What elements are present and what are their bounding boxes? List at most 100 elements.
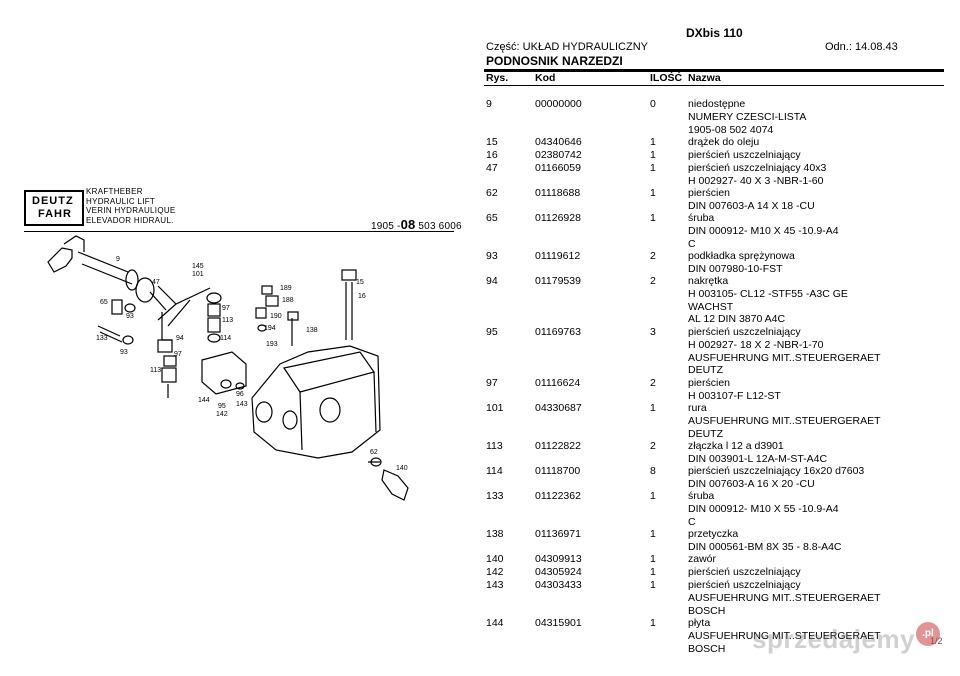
cell-nazwa-line: C: [688, 237, 696, 250]
cell-ilosc: 1: [650, 490, 656, 502]
callout: 9: [116, 256, 120, 263]
cell-ilosc: 2: [650, 377, 656, 389]
housing-bore-2: [319, 397, 341, 423]
callout: 133: [96, 335, 108, 342]
pipe-section: [77, 251, 133, 285]
callout: 193: [266, 341, 278, 348]
cell-nazwa-line: NUMERY CZESCI-LISTA: [688, 110, 807, 123]
cell-rys: 114: [486, 465, 503, 477]
cell-ilosc: 2: [650, 440, 656, 452]
cell-nazwa-line: BOSCH: [688, 642, 726, 655]
coupler-part: [47, 247, 73, 273]
diagram-title-es: ELEVADOR HIDRAUL.: [86, 215, 174, 225]
callout: 97: [222, 305, 230, 312]
callout: 97: [174, 351, 182, 358]
cell-kod: 01122362: [535, 490, 581, 502]
cell-nazwa-line: pierścien: [688, 187, 731, 199]
cell-ilosc: 1: [650, 212, 656, 224]
callout: 144: [198, 397, 210, 404]
cell-ilosc: 1: [650, 617, 656, 629]
col-header-rys: Rys.: [486, 72, 509, 84]
cell-rys: 140: [486, 553, 504, 565]
cell-rys: 133: [486, 490, 504, 502]
callout: 62: [370, 449, 378, 456]
cell-nazwa-line: DEUTZ: [688, 364, 723, 377]
cell-nazwa-line: pierścień uszczelniający: [688, 579, 801, 591]
fitting-188: [265, 295, 279, 307]
union-113: [161, 367, 177, 383]
cell-rys: 97: [486, 377, 498, 389]
cell-nazwa-line: 1905-08 502 4074: [688, 123, 774, 136]
cell-rys: 94: [486, 275, 498, 287]
housing-bore: [282, 410, 298, 430]
cell-nazwa-line: DIN 007980-10-FST: [688, 262, 783, 275]
cell-kod: 04315901: [535, 617, 582, 629]
fitting-190: [255, 307, 267, 319]
cell-ilosc: 1: [650, 579, 656, 591]
cell-rys: 47: [486, 162, 498, 174]
callout: 95: [218, 403, 226, 410]
diagram-divider: [24, 231, 454, 232]
section-title: PODNOSNIK NARZEDZI: [486, 54, 623, 68]
diagram-code-suffix: 503 6006: [415, 221, 462, 232]
cell-kod: 01122822: [535, 440, 581, 452]
cell-rys: 138: [486, 528, 504, 540]
cell-ilosc: 2: [650, 250, 656, 262]
header-rule: [484, 69, 944, 72]
cell-nazwa-line: H 002927- 40 X 3 -NBR-1-60: [688, 174, 824, 187]
cell-rys: 62: [486, 187, 498, 199]
cell-rys: 9: [486, 98, 492, 110]
valve-140: [368, 461, 409, 501]
cell-nazwa-line: DIN 000561-BM 8X 35 - 8.8-A4C: [688, 540, 842, 553]
cell-nazwa-line: rura: [688, 402, 707, 414]
ring-97b: [207, 303, 221, 317]
spring-washer: [122, 335, 134, 345]
document-title: DXbis 110: [686, 26, 743, 40]
cell-nazwa-line: C: [688, 515, 696, 528]
cell-nazwa-line: AUSFUEHRUNG MIT..STEUERGERAET: [688, 414, 881, 427]
cell-rys: 93: [486, 250, 498, 262]
header-bottom-rule: [484, 85, 944, 86]
callout: 93: [126, 313, 134, 320]
watermark-badge: .pl: [916, 622, 940, 646]
callout: 145: [192, 263, 204, 270]
cell-kod: 01166059: [535, 162, 581, 174]
pipe-end: [125, 269, 139, 291]
cell-kod: 04309913: [535, 553, 582, 565]
housing-port: [255, 401, 273, 423]
cell-nazwa-line: DIN 003901-L 12A-M-ST-A4C: [688, 452, 828, 465]
cell-nazwa-line: drążek do oleju: [688, 136, 760, 148]
cell-nazwa-line: DEUTZ: [688, 427, 723, 440]
cell-rys: 65: [486, 212, 498, 224]
cell-nazwa-line: DIN 000912- M10 X 55 -10.9-A4: [688, 502, 839, 515]
cell-nazwa-line: śruba: [688, 212, 715, 224]
cell-kod: 01116624: [535, 377, 581, 389]
cell-kod: 01119612: [535, 250, 581, 262]
cell-kod: 01118700: [535, 465, 581, 477]
dipstick-cap-15: [341, 269, 357, 281]
cell-rys: 95: [486, 326, 498, 338]
diagram-titles: KRAFTHEBER HYDRAULIC LIFT VERIN HYDRAULI…: [86, 187, 176, 225]
callout: 142: [216, 411, 228, 418]
cell-kod: 01136971: [535, 528, 581, 540]
bent-tube: [149, 285, 211, 311]
watermark-text: sprzedajemy: [752, 624, 916, 654]
seal-95: [220, 379, 232, 389]
washer-62: [370, 457, 382, 467]
cell-kod: 04340646: [535, 136, 582, 148]
cell-nazwa-line: podkładka sprężynowa: [688, 250, 795, 262]
diagram-code-big: 08: [400, 217, 416, 232]
exploded-drawing: 9 145 101 47 15 16 189 188 190 97 113 19…: [47, 235, 409, 501]
brand-line2: FAHR: [38, 208, 72, 220]
reference-date: Odn.: 14.08.43: [825, 41, 898, 53]
cell-nazwa-line: nakrętka: [688, 275, 729, 287]
callout: 101: [192, 271, 204, 278]
cell-nazwa-line: pierścień uszczelniający: [688, 566, 801, 578]
cell-nazwa-line: pierścień uszczelniający 16x20 d7603: [688, 465, 865, 477]
cell-rys: 101: [486, 402, 504, 414]
callout: 16: [358, 293, 366, 300]
callout: 113: [222, 317, 233, 324]
cell-nazwa-line: pierścień uszczelniający: [688, 149, 801, 161]
union-113b: [207, 317, 221, 333]
cell-nazwa-line: zawór: [688, 553, 717, 565]
